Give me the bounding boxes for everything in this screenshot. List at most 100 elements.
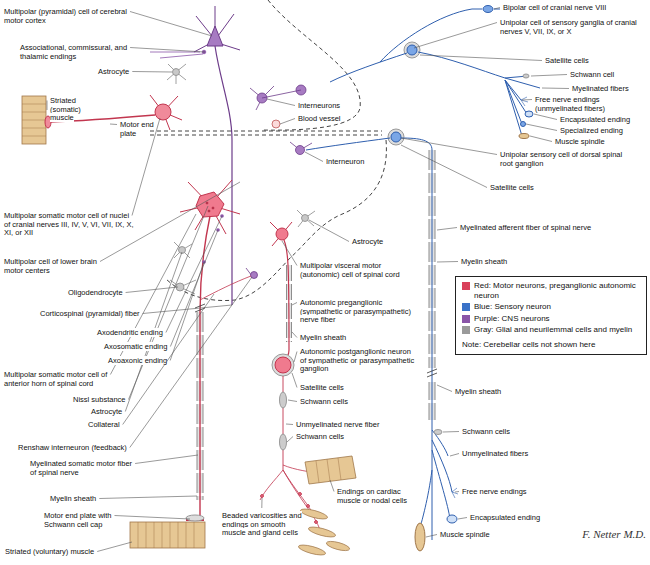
callout-label: Nissl substance: [73, 396, 138, 405]
leader-line: [170, 230, 218, 347]
leader-line: [526, 124, 557, 131]
oligodendrocyte: [170, 280, 196, 294]
pyramidal-cell: [207, 26, 223, 46]
leader-line: [455, 491, 459, 493]
callout-label: Multipolar visceral motor (autonomic) ce…: [300, 262, 415, 279]
visceral-motor-neuron: [284, 240, 289, 358]
visceral-motor-neuron: [283, 376, 284, 470]
visceral-motor-neuron: [307, 505, 310, 508]
callout-label: Myelin sheath: [300, 334, 360, 343]
striated-muscle: [138, 522, 194, 548]
anterior-horn-motor-neuron: [186, 515, 204, 521]
pyramidal-cell: [194, 6, 240, 52]
callout-label: Blood vessel: [298, 114, 341, 123]
callout-label: Multipolar somatic motor cell of anterio…: [4, 371, 134, 388]
callout-label: Striated (voluntary) muscle: [5, 547, 94, 556]
callout-label: Motor end plate: [120, 120, 154, 138]
afferent-fiber: [434, 430, 442, 435]
callout-label: Myelin sheath: [300, 333, 346, 342]
blood-vessel: [272, 120, 280, 128]
callout-label: Schwann cell: [570, 70, 614, 79]
callout-label: Astrocyte: [352, 238, 402, 247]
callout-label: Autonomic postganglionic neuron of sympa…: [300, 347, 414, 373]
leader-line: [97, 542, 132, 552]
callout-label: Unmyelinated nerve fiber: [296, 420, 379, 429]
legend-row: Gray: Glial and neurilemmal cells and my…: [462, 325, 640, 335]
callout-label: Satellite cells: [300, 384, 360, 393]
callout-label: Astrocyte: [91, 407, 122, 416]
leader-line: [426, 535, 437, 538]
callout-label: Myelinated somatic motor fiber of spinal…: [30, 459, 132, 477]
striated-muscle: [22, 96, 205, 548]
striated-muscle: [130, 522, 205, 548]
callout-label: Myelin sheath: [50, 495, 110, 504]
cardiac-muscle: [305, 456, 356, 484]
smooth-muscle: [298, 507, 351, 557]
sensory-neuron: [483, 6, 493, 13]
interneuron: [296, 146, 305, 155]
leader-line: [305, 152, 323, 162]
anterior-horn-motor-neuron: [208, 210, 210, 212]
leader-line: [437, 261, 458, 263]
callout-label: Muscle spindle: [440, 531, 505, 540]
region-boundary: [150, 131, 382, 132]
callout-label: Unipolar sensory cell of dorsal spinal r…: [500, 150, 622, 168]
callout-label: Astrocyte: [98, 67, 129, 76]
interneuron: [262, 90, 301, 98]
leader-line: [494, 8, 500, 10]
callout-label: Motor end plate: [120, 121, 160, 138]
callout-label: Oligodendrocyte: [68, 288, 123, 297]
visceral-motor-neuron: [280, 434, 287, 450]
callout-label: Myelinated fibers: [572, 84, 629, 93]
leader-line: [135, 455, 198, 464]
callout-label: Free nerve endings (unmyelinated fibers): [535, 96, 643, 113]
callout-label: Axoaxonic ending: [108, 357, 178, 366]
leader-line: [282, 241, 297, 266]
callout-label: Autonomic preganglionic (sympathetic or …: [300, 299, 415, 325]
callout-label: Multipolar cell of lower brain motor cen…: [4, 258, 109, 275]
anterior-horn-motor-neuron: [180, 180, 240, 234]
leader-line: [522, 99, 532, 101]
callout-label: Myelin sheath: [455, 388, 515, 397]
callout-label: Beaded varicosities and endings on smoot…: [222, 511, 302, 537]
callout-label: Multipolar (pyramidal) cell of cerebral …: [4, 8, 129, 25]
afferent-fiber: [415, 150, 458, 551]
callout-label: Collateral: [88, 421, 133, 430]
callout-label: Specialized ending: [560, 127, 640, 136]
callout-label: Astrocyte: [98, 68, 158, 77]
callout-label: Interneuron: [326, 157, 364, 166]
callout-label: Interneuron: [326, 158, 386, 167]
callout-label: Blood vessel: [298, 115, 358, 124]
note-text: Note: Cerebellar cells not shown here: [462, 340, 640, 350]
break-mark: [427, 369, 437, 377]
visceral-motor-neuron: [270, 222, 292, 246]
callout-label: Striated (somatic) muscle: [50, 97, 95, 123]
synaptic-endings: [202, 214, 224, 264]
cardiac-muscle: [316, 458, 341, 483]
afferent-fiber: [432, 150, 433, 540]
leader-line: [292, 373, 297, 388]
callout-label: Striated (voluntary) muscle: [5, 548, 120, 557]
callout-label: Myelinated afferent fiber of spinal nerv…: [460, 223, 591, 232]
leader-line: [437, 385, 452, 392]
visceral-motor-neuron: [276, 228, 288, 240]
callout-label: Endings on cardiac muscle or nodal cells: [337, 488, 412, 505]
smooth-muscle: [308, 525, 337, 539]
leader-line: [143, 305, 232, 314]
callout-label: Renshaw interneuron (feedback): [18, 443, 127, 452]
callout-label: Multipolar cell of lower brain motor cen…: [4, 257, 97, 275]
callout-label: Unipolar cell of sensory ganglia of cran…: [500, 19, 645, 36]
visceral-motor-neuron: [275, 357, 291, 373]
callout-label: Associational, commissural, and thalamic…: [20, 44, 135, 61]
callout-label: Schwann cells: [462, 427, 510, 436]
callout-label: Encapsulated ending: [470, 514, 555, 523]
leader-line: [420, 55, 542, 61]
astrocyte: [302, 215, 309, 222]
sensory-neuron: [418, 52, 540, 136]
astrocyte: [167, 64, 186, 84]
visceral-motor-neuron: [280, 392, 287, 408]
callout-label: Unipolar cell of sensory ganglia of cran…: [500, 18, 637, 36]
sensory-neuron: [519, 134, 529, 139]
smooth-muscle: [300, 507, 329, 521]
leader-line: [443, 431, 459, 433]
